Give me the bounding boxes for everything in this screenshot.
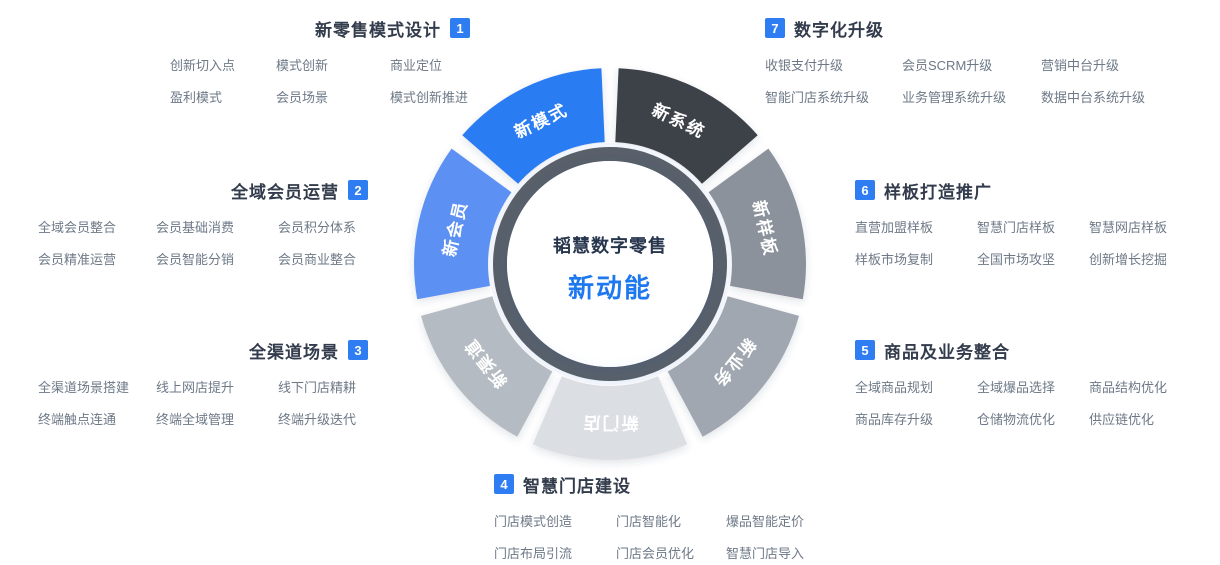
section-6-title: 样板打造推广 [884,182,992,202]
section-1-items: 创新切入点 模式创新 商业定位 盈利模式 会员场景 模式创新推进 [170,55,470,106]
section-1-header: 新零售模式设计 1 [170,16,470,40]
list-item: 会员智能分销 [156,252,235,267]
section-7-number-badge: 7 [765,18,785,38]
list-item: 供应链优化 [1089,412,1155,427]
list-item: 模式创新推进 [390,90,469,105]
list-item: 智慧门店样板 [977,220,1056,235]
list-item: 直营加盟样板 [855,220,934,235]
section-6-header: 6 样板打造推广 [855,178,1185,202]
section-1-number-badge: 1 [450,18,470,38]
list-item: 模式创新 [276,58,329,73]
list-item: 数据中台系统升级 [1041,90,1146,105]
list-item: 会员SCRM升级 [902,58,993,73]
section-5-header: 5 商品及业务整合 [855,338,1185,362]
section-7-title: 数字化升级 [794,20,884,40]
list-item: 全国市场攻坚 [977,252,1056,267]
list-item: 线下门店精耕 [278,380,357,395]
section-digital-upgrade: 7 数字化升级 收银支付升级 会员SCRM升级 营销中台升级 智能门店系统升级 … [765,16,1165,106]
segment-new-channel [421,296,553,437]
section-omni-channel-scene: 全渠道场景 3 全渠道场景搭建 线上网店提升 线下门店精耕 终端触点连通 终端全… [38,338,368,428]
list-item: 商业定位 [390,58,443,73]
list-item: 会员商业整合 [278,252,357,267]
list-item: 盈利模式 [170,90,223,105]
list-item: 终端升级迭代 [278,412,357,427]
section-5-number-badge: 5 [855,340,875,360]
list-item: 仓储物流优化 [977,412,1056,427]
section-model-promotion: 6 样板打造推广 直营加盟样板 智慧门店样板 智慧网店样板 样板市场复制 全国市… [855,178,1185,268]
section-5-items: 全域商品规划 全域爆品选择 商品结构优化 商品库存升级 仓储物流优化 供应链优化 [855,377,1185,428]
list-item: 会员场景 [276,90,329,105]
segment-new-mode [462,68,605,184]
segment-label-new-store: 新门店 [582,413,639,433]
list-item: 线上网店提升 [156,380,235,395]
list-item: 智慧门店导入 [726,546,805,561]
section-3-items: 全渠道场景搭建 线上网店提升 线下门店精耕 终端触点连通 终端全域管理 终端升级… [38,377,368,428]
list-item: 会员精准运营 [38,252,117,267]
list-item: 全渠道场景搭建 [38,380,130,395]
section-4-title: 智慧门店建设 [523,476,631,496]
list-item: 智慧网店样板 [1089,220,1168,235]
section-3-number-badge: 3 [348,340,368,360]
list-item: 全域会员整合 [38,220,117,235]
section-3-header: 全渠道场景 3 [38,338,368,362]
center-ring [493,147,727,381]
list-item: 终端全域管理 [156,412,235,427]
section-new-retail-model-design: 新零售模式设计 1 创新切入点 模式创新 商业定位 盈利模式 会员场景 模式创新… [170,16,470,106]
section-6-items: 直营加盟样板 智慧门店样板 智慧网店样板 样板市场复制 全国市场攻坚 创新增长挖… [855,217,1185,268]
center-disc [507,161,713,367]
list-item: 终端触点连通 [38,412,117,427]
section-1-title: 新零售模式设计 [315,20,441,40]
segment-new-store [532,376,688,461]
section-2-items: 全域会员整合 会员基础消费 会员积分体系 会员精准运营 会员智能分销 会员商业整… [38,217,368,268]
list-item: 门店模式创造 [494,514,573,529]
list-item: 门店智能化 [616,514,682,529]
list-item: 会员积分体系 [278,220,357,235]
list-item: 商品结构优化 [1089,380,1168,395]
section-4-header: 4 智慧门店建设 [494,472,824,496]
section-4-items: 门店模式创造 门店智能化 爆品智能定价 门店布局引流 门店会员优化 智慧门店导入 [494,511,824,562]
segment-new-member [414,148,512,300]
section-smart-store-construction: 4 智慧门店建设 门店模式创造 门店智能化 爆品智能定价 门店布局引流 门店会员… [494,472,824,562]
list-item: 全域爆品选择 [977,380,1056,395]
section-7-items: 收银支付升级 会员SCRM升级 营销中台升级 智能门店系统升级 业务管理系统升级… [765,55,1165,106]
list-item: 全域商品规划 [855,380,934,395]
list-item: 业务管理系统升级 [902,90,1007,105]
center-title: 韬慧数字零售 [553,235,667,256]
list-item: 创新增长挖掘 [1089,252,1168,267]
list-item: 智能门店系统升级 [765,90,870,105]
segment-new-system [615,68,758,184]
section-2-header: 全域会员运营 2 [38,178,368,202]
list-item: 商品库存升级 [855,412,934,427]
section-2-title: 全域会员运营 [231,182,339,202]
segment-new-business [667,296,799,437]
section-3-title: 全渠道场景 [249,342,339,362]
list-item: 门店布局引流 [494,546,573,561]
section-6-number-badge: 6 [855,180,875,200]
list-item: 收银支付升级 [765,58,844,73]
section-7-header: 7 数字化升级 [765,16,1165,40]
section-5-title: 商品及业务整合 [884,342,1010,362]
section-2-number-badge: 2 [348,180,368,200]
section-product-business-integration: 5 商品及业务整合 全域商品规划 全域爆品选择 商品结构优化 商品库存升级 仓储… [855,338,1185,428]
section-member-operation: 全域会员运营 2 全域会员整合 会员基础消费 会员积分体系 会员精准运营 会员智… [38,178,368,268]
center-subtitle: 新动能 [568,273,652,303]
list-item: 门店会员优化 [616,546,695,561]
list-item: 营销中台升级 [1041,58,1120,73]
list-item: 会员基础消费 [156,220,235,235]
segment-new-template [708,148,806,300]
list-item: 爆品智能定价 [726,514,805,529]
list-item: 创新切入点 [170,58,236,73]
list-item: 样板市场复制 [855,252,934,267]
section-4-number-badge: 4 [494,474,514,494]
